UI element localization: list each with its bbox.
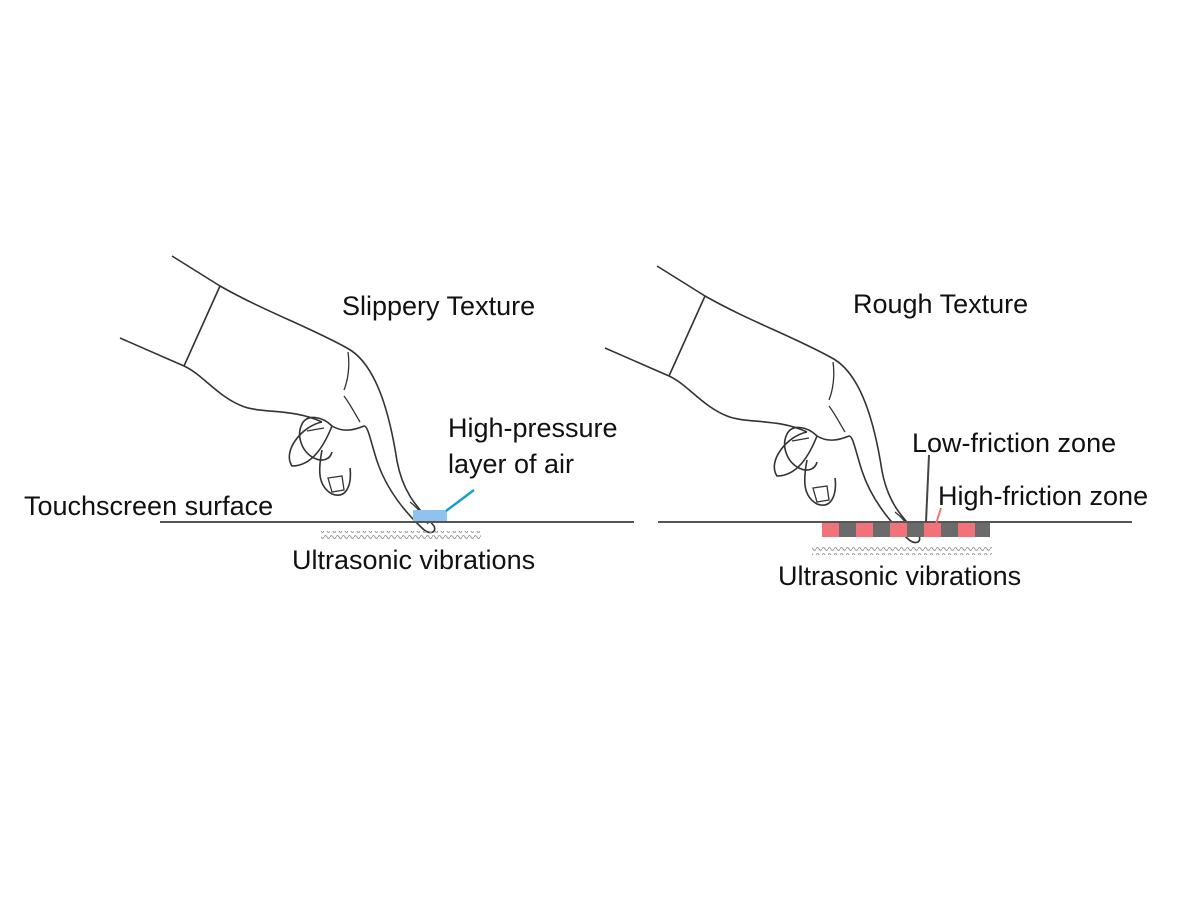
ultrasonic-wave xyxy=(812,547,992,555)
high-friction-zone xyxy=(822,522,839,537)
slippery-texture-title: Slippery Texture xyxy=(342,291,536,321)
high-friction-zone-label: High-friction zone xyxy=(938,481,1149,511)
touchscreen-surface-label: Touchscreen surface xyxy=(24,491,274,521)
low-friction-zone xyxy=(839,522,856,537)
low-friction-zone xyxy=(941,522,958,537)
high-friction-zone xyxy=(924,522,941,537)
high-friction-zone xyxy=(890,522,907,537)
air-layer-label-line2: layer of air xyxy=(448,449,575,479)
low-friction-leader-line xyxy=(925,454,930,523)
ultrasonic-wave xyxy=(321,531,481,539)
high-friction-leader-line xyxy=(935,507,942,525)
left-vibrations-label: Ultrasonic vibrations xyxy=(292,545,536,575)
right-panel xyxy=(604,265,1132,555)
low-friction-zone xyxy=(907,522,924,537)
high-friction-zone xyxy=(958,522,975,537)
low-friction-zone-label: Low-friction zone xyxy=(912,428,1117,458)
low-friction-zone xyxy=(975,522,990,537)
air-layer-label-line1: High-pressure xyxy=(448,413,618,443)
low-friction-zone xyxy=(873,522,890,537)
high-friction-zone xyxy=(856,522,873,537)
air-layer xyxy=(413,510,447,522)
friction-zones xyxy=(822,522,990,537)
air-leader-line xyxy=(445,489,475,512)
rough-texture-title: Rough Texture xyxy=(853,289,1029,319)
right-vibrations-label: Ultrasonic vibrations xyxy=(778,561,1022,591)
left-panel xyxy=(119,255,634,539)
